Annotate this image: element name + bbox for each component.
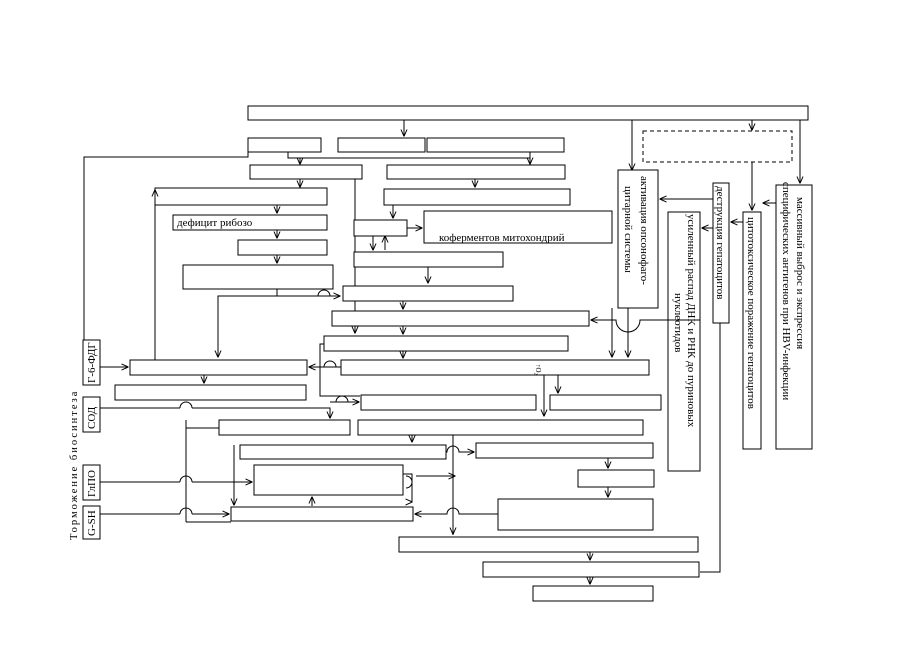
opsono-text-2: цитарной системы — [622, 186, 634, 273]
arrow-left5-to-g6 — [218, 295, 277, 357]
g6pd-row-box — [129, 359, 308, 376]
biosynthesis-inhibition-label: Торможение биосинтеза — [69, 390, 80, 540]
hop-glpo — [179, 475, 193, 483]
ribose-text: дефицит рибозо — [177, 217, 253, 229]
bottom-box-1 — [398, 536, 699, 553]
box-right-4 — [342, 285, 514, 302]
arrow-into-gsh-from-right — [415, 507, 498, 514]
hop-sod — [179, 401, 193, 409]
dna-rna-text-2: нуклеотидов — [672, 293, 684, 352]
box-470-right — [577, 469, 655, 488]
box-left-1 — [249, 164, 363, 180]
line-long-left — [83, 152, 249, 340]
row2-box-3 — [426, 137, 565, 153]
massive-release-box — [775, 184, 813, 450]
box-500-right — [497, 498, 654, 531]
box-glpo-row — [253, 464, 404, 496]
box-left-2 — [154, 187, 328, 206]
line-row2-bus — [287, 152, 531, 159]
destruction-box — [712, 182, 730, 324]
enzyme-g6pd-box — [82, 339, 101, 386]
enzyme-g6pd-label: Г-6-ФДГ — [86, 342, 98, 383]
arrow-glpo-out — [403, 473, 412, 502]
box-central-wide — [331, 310, 590, 327]
hop-main-row — [323, 360, 337, 368]
box-right-1 — [386, 164, 566, 180]
box-right-2 — [383, 188, 571, 206]
hop-glpo-out — [405, 475, 413, 489]
box-central-2 — [323, 335, 569, 352]
opsono-text-1: активация опсонофаго- — [638, 176, 650, 285]
massive-release-text-1: массивный выброс и экспрессия — [794, 197, 806, 349]
box-sod-row — [114, 384, 307, 401]
dashed-box — [642, 130, 793, 163]
box-small-mid — [353, 219, 408, 237]
arrow-sod-to-420 — [192, 407, 330, 418]
hop-mid-395 — [335, 395, 349, 403]
enzyme-gsh-label: G-SH — [86, 510, 98, 536]
box-445-right — [475, 442, 654, 459]
box-445-left — [239, 444, 447, 460]
box-gsh-row — [230, 506, 414, 522]
dna-rna-box — [667, 211, 701, 472]
box-420-left — [218, 419, 351, 436]
box-420-right — [357, 419, 644, 436]
massive-release-text-2: специфических антигенов при HBV-инфекции — [780, 182, 792, 400]
bottom-box-2 — [482, 561, 700, 578]
destruction-text: деструкция гепатоцитов — [714, 186, 726, 299]
enzyme-sod-label: СОД — [86, 406, 98, 429]
box-left-5 — [182, 264, 334, 290]
top-box — [247, 105, 809, 121]
row2-box-1 — [247, 137, 322, 153]
hop-left5-line — [317, 289, 331, 297]
box-mid-395 — [360, 394, 537, 411]
main-row-box — [340, 359, 650, 376]
opsono-box — [617, 169, 659, 309]
dna-rna-text-1: усиленный распад ДНК и РНК до пуриновых — [685, 214, 697, 428]
row2-box-2 — [337, 137, 426, 153]
enzyme-gsh-box — [82, 505, 101, 540]
hop-gsh — [179, 507, 193, 515]
cytotoxic-text: цитотоксическое поражение гепатоцитов — [745, 217, 757, 409]
small-o2-note: ↑O₂ — [534, 364, 542, 376]
enzyme-glpo-box — [82, 464, 101, 501]
line-destruction-down — [700, 323, 721, 573]
hop-445 — [446, 445, 474, 453]
cytotoxic-box — [742, 211, 762, 450]
enzyme-sod-box — [82, 396, 101, 433]
enzyme-glpo-label: ГлПО — [86, 470, 98, 497]
mito-coenzyme-text: коферментов митохондрий — [439, 232, 565, 244]
bottom-box-3 — [532, 585, 654, 602]
mito-coenzyme-box — [423, 210, 613, 244]
box-left-4 — [237, 239, 328, 256]
box-right-395 — [549, 394, 662, 411]
box-right-3 — [353, 251, 504, 268]
hop-opsono-line — [592, 319, 700, 333]
ribose-box — [172, 214, 328, 231]
